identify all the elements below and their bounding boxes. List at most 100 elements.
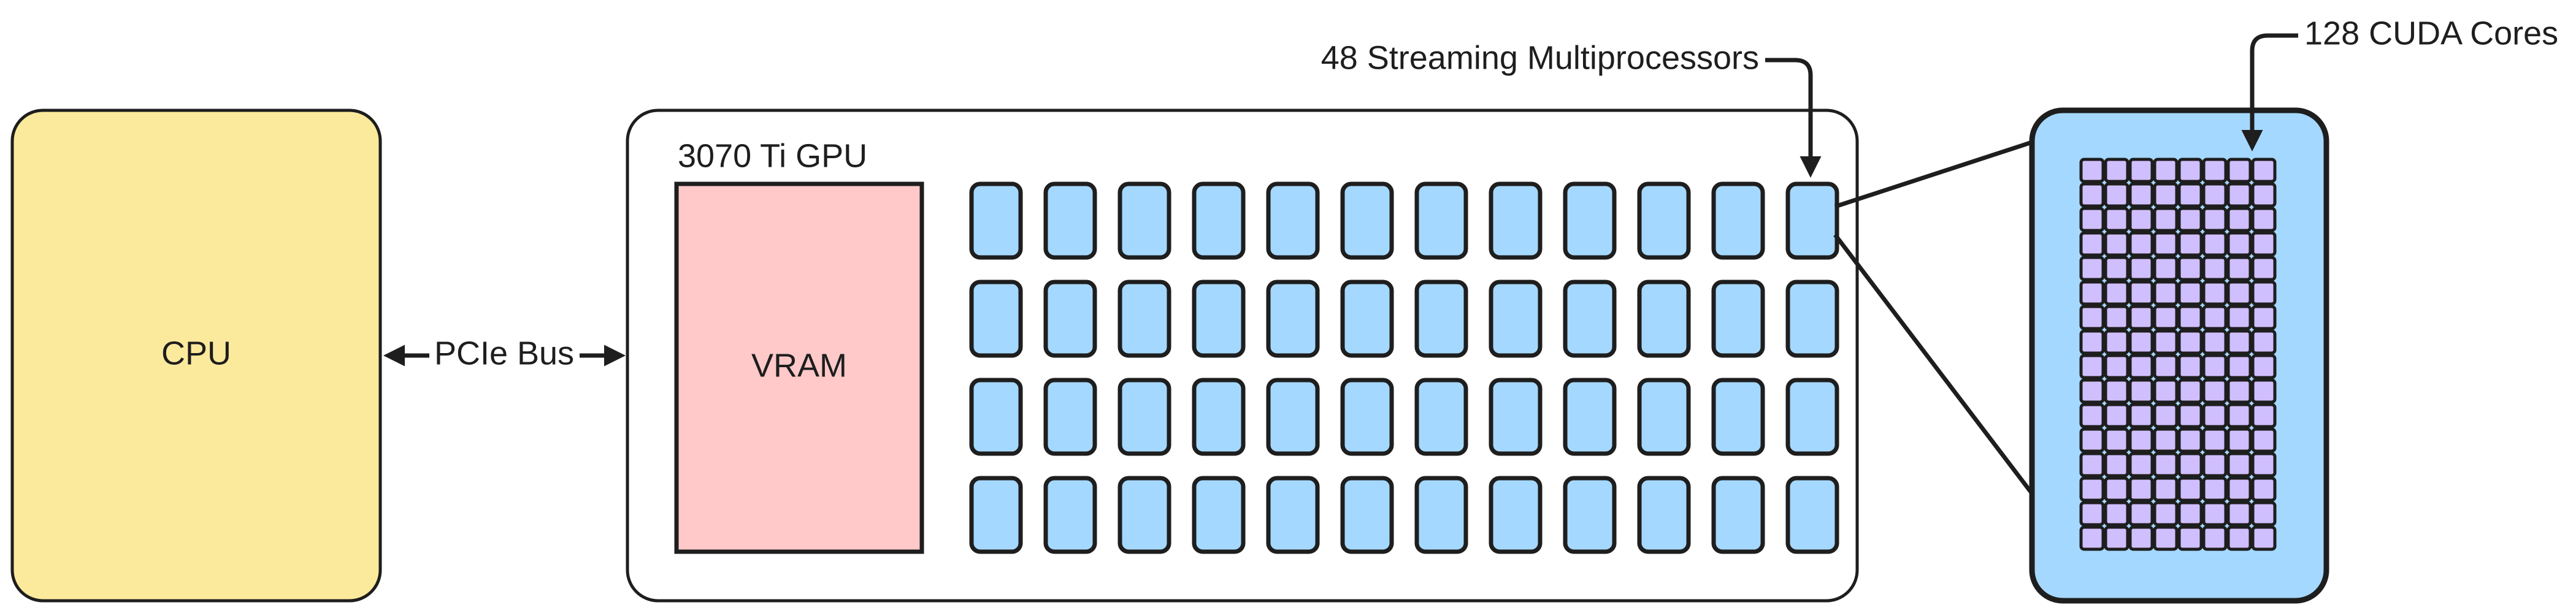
streaming-multiprocessor [1489, 476, 1543, 554]
streaming-multiprocessor [1043, 280, 1097, 358]
cuda-core [2153, 182, 2179, 208]
cuda-core [2153, 280, 2179, 306]
cuda-core [2251, 354, 2277, 379]
streaming-multiprocessor [1711, 181, 1765, 260]
cuda-core [2079, 256, 2105, 281]
vram-node: VRAM [674, 181, 924, 554]
cuda-core [2251, 231, 2277, 257]
cuda-core [2079, 403, 2105, 428]
cuda-core [2128, 280, 2154, 306]
streaming-multiprocessor [1192, 280, 1246, 358]
streaming-multiprocessor [1340, 181, 1394, 260]
zoom-lines [1833, 140, 2034, 495]
cuda-core [2177, 207, 2203, 232]
streaming-multiprocessor [1266, 476, 1320, 554]
cuda-core [2153, 501, 2179, 527]
cuda-core [2177, 452, 2203, 478]
cuda-core [2177, 256, 2203, 281]
streaming-multiprocessor [1117, 378, 1171, 456]
streaming-multiprocessor [1563, 476, 1617, 554]
cuda-core [2226, 207, 2252, 232]
cuda-core [2104, 452, 2129, 478]
cuda-core [2202, 280, 2228, 306]
cuda-core [2128, 231, 2154, 257]
cuda-core [2079, 427, 2105, 453]
cuda-core [2177, 525, 2203, 551]
cuda-core [2202, 329, 2228, 355]
cuda-core [2226, 476, 2252, 502]
streaming-multiprocessor [1785, 181, 1839, 260]
streaming-multiprocessor [1192, 476, 1246, 554]
cuda-core-grid [2079, 158, 2277, 551]
cuda-core [2153, 452, 2179, 478]
cuda-core [2177, 158, 2203, 183]
cuda-core [2128, 329, 2154, 355]
cuda-core [2104, 501, 2129, 527]
streaming-multiprocessor [1192, 181, 1246, 260]
streaming-multiprocessor [1414, 378, 1468, 456]
cuda-core [2202, 231, 2228, 257]
streaming-multiprocessor [1489, 181, 1543, 260]
vram-box [674, 181, 924, 554]
streaming-multiprocessor [1117, 476, 1171, 554]
cuda-core [2128, 525, 2154, 551]
cuda-core [2079, 452, 2105, 478]
cuda-core [2153, 256, 2179, 281]
zoom-line-bottom [1833, 233, 2034, 495]
cuda-core [2153, 403, 2179, 428]
streaming-multiprocessor [1785, 476, 1839, 554]
cuda-core [2104, 378, 2129, 404]
streaming-multiprocessor [1043, 476, 1097, 554]
cuda-core [2202, 256, 2228, 281]
streaming-multiprocessor [969, 476, 1023, 554]
streaming-multiprocessor [1563, 181, 1617, 260]
cuda-core [2202, 476, 2228, 502]
cuda-core [2202, 378, 2228, 404]
cuda-core [2251, 280, 2277, 306]
sm-zoom-panel [2029, 107, 2329, 604]
cuda-core [2153, 329, 2179, 355]
cuda-core [2251, 305, 2277, 330]
cuda-core [2104, 354, 2129, 379]
streaming-multiprocessor [1563, 280, 1617, 358]
cuda-core [2104, 305, 2129, 330]
cuda-core [2128, 207, 2154, 232]
streaming-multiprocessor [1117, 181, 1171, 260]
pcie-bus-connector: PCIe Bus [383, 335, 626, 371]
cuda-core [2202, 158, 2228, 183]
cuda-core [2153, 354, 2179, 379]
streaming-multiprocessor [1414, 476, 1468, 554]
cuda-core [2202, 354, 2228, 379]
sm-grid [969, 181, 1839, 554]
cuda-core [2202, 452, 2228, 478]
cores-annotation: 128 CUDA Cores [2241, 15, 2558, 151]
cuda-core [2104, 427, 2129, 453]
streaming-multiprocessor [1489, 378, 1543, 456]
streaming-multiprocessor [1340, 378, 1394, 456]
cuda-core [2177, 231, 2203, 257]
cuda-core [2104, 158, 2129, 183]
cuda-core [2079, 207, 2105, 232]
streaming-multiprocessor [1489, 280, 1543, 358]
streaming-multiprocessor [969, 280, 1023, 358]
streaming-multiprocessor [1637, 181, 1691, 260]
cuda-core [2251, 452, 2277, 478]
cuda-core [2251, 256, 2277, 281]
cuda-core [2251, 501, 2277, 527]
sm-annotation: 48 Streaming Multiprocessors [1321, 39, 1822, 178]
cuda-core [2079, 158, 2105, 183]
cuda-core [2153, 476, 2179, 502]
cuda-core [2177, 305, 2203, 330]
cuda-core [2226, 427, 2252, 453]
cuda-core [2104, 280, 2129, 306]
cuda-core [2153, 525, 2179, 551]
gpu-title: 3070 Ti GPU [678, 137, 867, 174]
cuda-core [2177, 329, 2203, 355]
streaming-multiprocessor [1637, 476, 1691, 554]
streaming-multiprocessor [1711, 280, 1765, 358]
cuda-core [2251, 525, 2277, 551]
cuda-core [2079, 525, 2105, 551]
cuda-core [2153, 427, 2179, 453]
cuda-core [2251, 378, 2277, 404]
